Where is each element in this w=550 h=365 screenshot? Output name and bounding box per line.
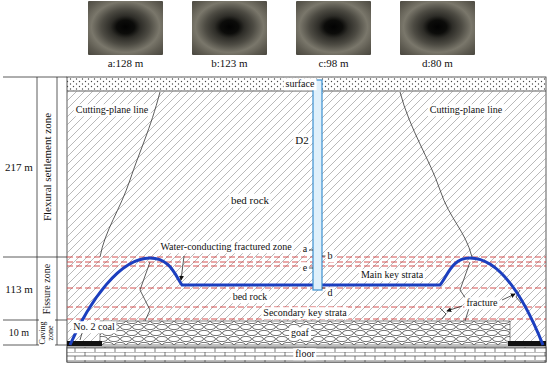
borehole-photo: d:80 m xyxy=(400,1,475,70)
photo-image xyxy=(192,1,267,55)
borehole-name: D2 xyxy=(293,134,310,147)
line-label: Cutting-plane line xyxy=(74,104,151,116)
strata-label: floor xyxy=(293,348,316,360)
marker-letter: b xyxy=(326,250,335,262)
zone-label: Fissure zone xyxy=(41,262,53,316)
photo-image xyxy=(400,1,475,55)
marker-letter: e xyxy=(301,262,309,274)
strata-label: bed rock xyxy=(231,291,270,303)
dimension: 10 m xyxy=(7,327,31,339)
strata-label: Secondary key strata xyxy=(261,307,348,319)
zone-label: Flexural settlement zone xyxy=(41,111,54,223)
zone-label: Caving zone xyxy=(39,319,55,347)
borehole-photo: a:128 m xyxy=(88,1,163,70)
photo-image xyxy=(88,1,163,55)
photo-caption: a:128 m xyxy=(88,57,163,70)
photo-caption: d:80 m xyxy=(400,57,475,70)
photo-caption: b:123 m xyxy=(192,57,267,70)
photo-image xyxy=(296,1,371,55)
marker-letter: a xyxy=(301,243,309,255)
strata-label: goaf xyxy=(289,327,311,339)
strata-label: surface xyxy=(284,78,317,90)
borehole-photo: c:98 m xyxy=(296,1,371,70)
callout-label: fracture xyxy=(464,297,499,309)
dimension: 113 m xyxy=(3,283,34,296)
marker-letter: d xyxy=(326,287,335,299)
strata-label: Main key strata xyxy=(359,269,425,281)
line-label: Cutting-plane line xyxy=(428,104,505,116)
strata-label: bed rock xyxy=(229,194,271,207)
borehole-photo: b:123 m xyxy=(192,1,267,70)
dimension: 217 m xyxy=(3,161,35,174)
callout-label: No. 2 coal xyxy=(71,321,116,333)
photo-caption: c:98 m xyxy=(296,57,371,70)
zone-boundary-label: Water-conducting fractured zone xyxy=(158,241,293,253)
